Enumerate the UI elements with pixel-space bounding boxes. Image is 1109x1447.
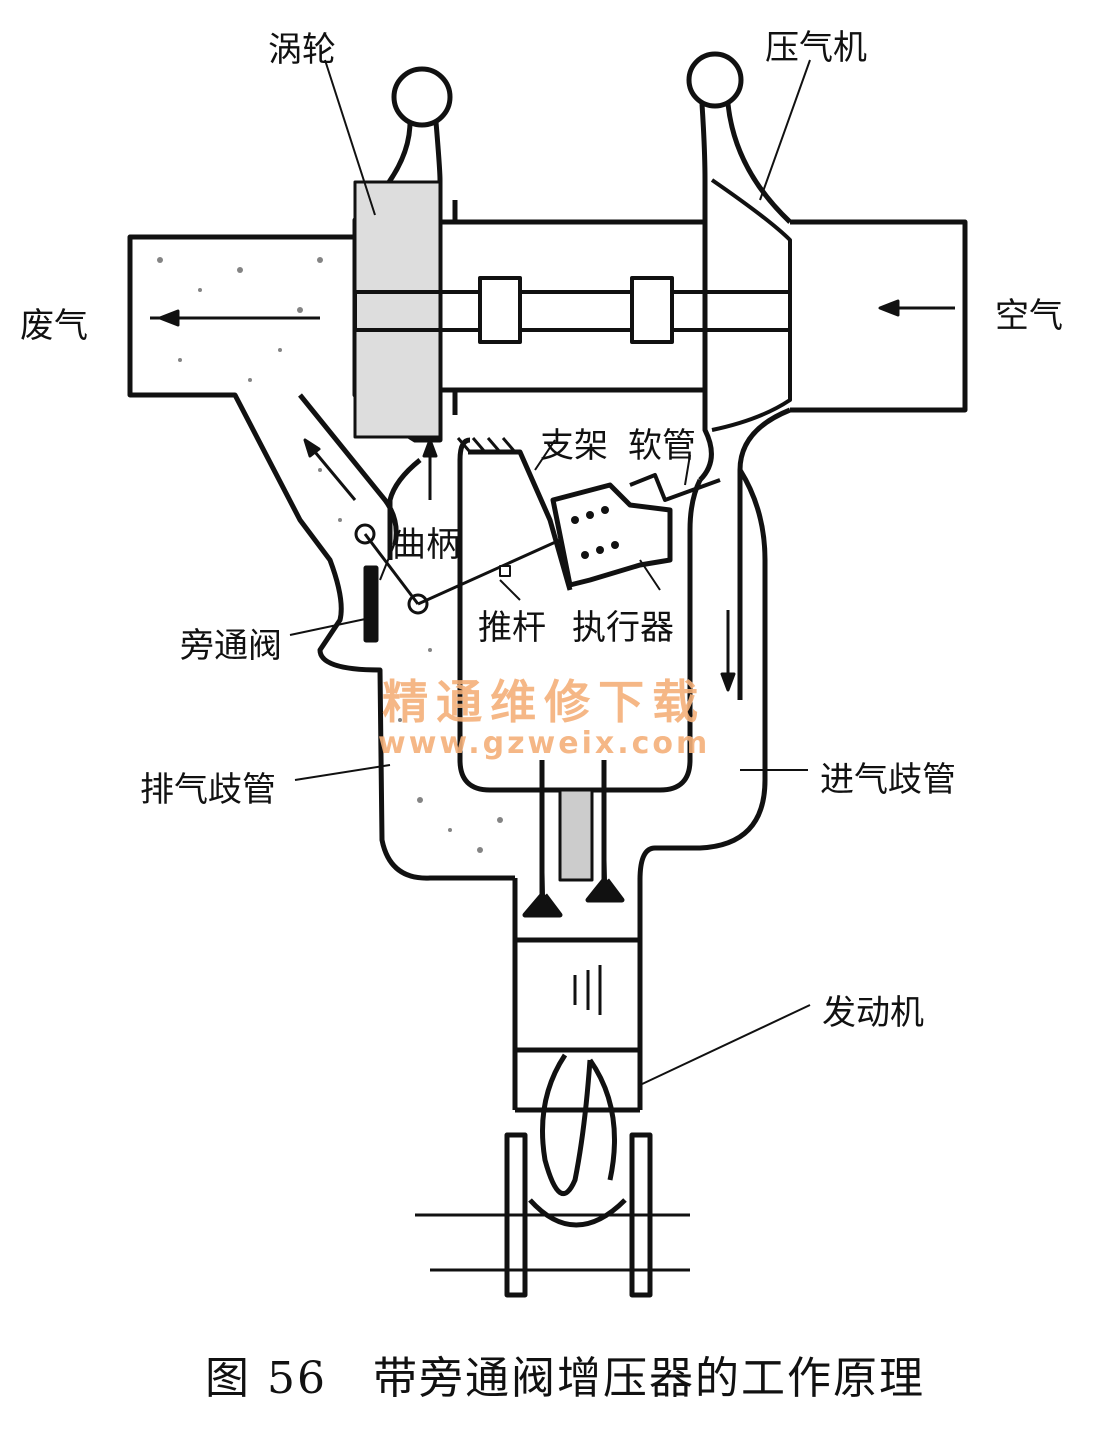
center-housing	[440, 200, 705, 415]
figure-caption: 图 56 带旁通阀增压器的工作原理	[205, 1353, 925, 1404]
bearing	[630, 276, 674, 344]
label-intake-manifold: 进气歧管	[820, 760, 956, 800]
push-rod	[417, 538, 561, 606]
connecting-rod	[540, 1053, 617, 1196]
intake-valve	[585, 760, 625, 903]
label-engine: 发动机	[822, 993, 924, 1033]
bearing	[478, 276, 522, 344]
exhaust-outlet	[127, 234, 515, 881]
hose	[629, 473, 721, 502]
label-bracket: 支架	[540, 426, 608, 466]
flow-arrow	[150, 299, 955, 692]
turbine-wheel	[353, 180, 442, 439]
label-crank: 曲柄	[392, 525, 460, 565]
piston	[512, 937, 643, 1053]
label-bypass-valve: 旁通阀	[180, 626, 282, 666]
label-turbine: 涡轮	[268, 30, 336, 70]
turbine-volute	[391, 66, 453, 128]
label-exhaust-manifold: 排气歧管	[140, 770, 276, 810]
label-hose: 软管	[628, 426, 696, 466]
air-inlet	[790, 219, 968, 413]
compressor-volute	[686, 51, 744, 109]
label-compressor: 压气机	[765, 28, 867, 68]
exhaust-valve	[522, 760, 563, 918]
actuator	[550, 482, 673, 588]
label-actuator: 执行器	[572, 608, 674, 648]
exhaust-speckle	[157, 257, 503, 853]
crank-lever	[363, 533, 420, 605]
label-air: 空气	[995, 296, 1063, 336]
watermark: 精通维修下载 www.gzweix.com	[378, 675, 711, 761]
label-push-rod: 推杆	[478, 608, 546, 648]
compressor-wheel	[710, 178, 792, 432]
label-exhaust-gas: 废气	[20, 306, 88, 346]
bypass-valve	[363, 565, 379, 643]
bracket	[468, 449, 573, 591]
